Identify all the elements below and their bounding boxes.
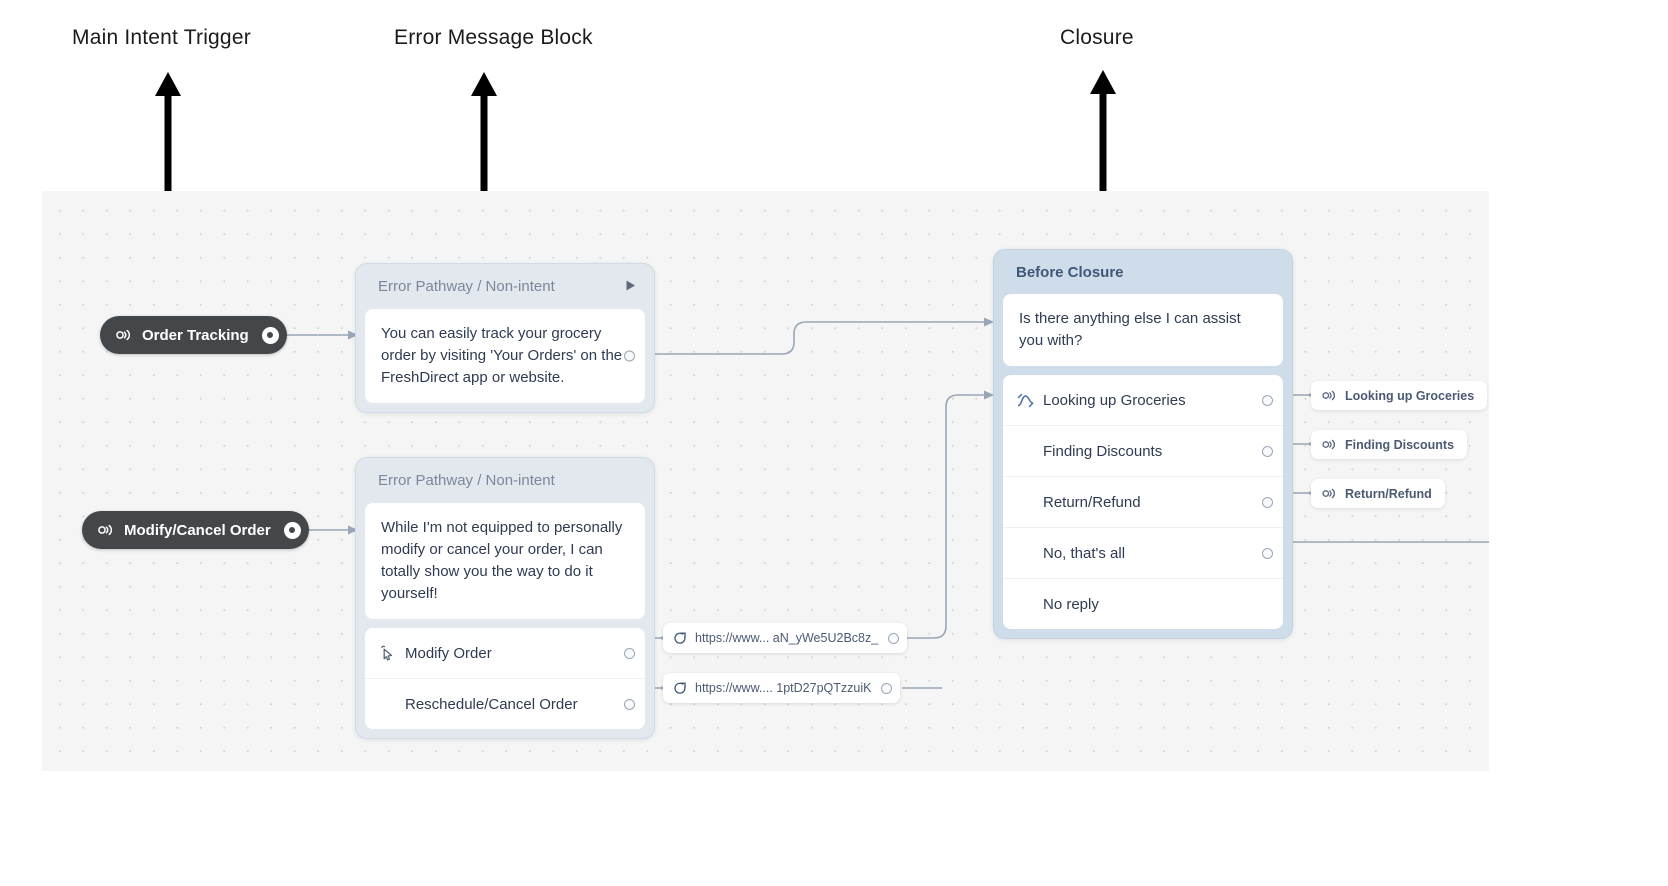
- cursor-click-icon: [379, 645, 405, 661]
- intent-node-label: Order Tracking: [142, 326, 249, 344]
- closure-option-port[interactable]: [1262, 547, 1273, 559]
- intent-node-modify-cancel-order[interactable]: Modify/Cancel Order: [82, 511, 309, 549]
- closure-option-port[interactable]: [1262, 394, 1273, 406]
- annotation-error-message-block: Error Message Block: [394, 26, 593, 49]
- speaker-icon: [1322, 488, 1336, 499]
- error-block-header-label: Error Pathway / Non-intent: [378, 472, 555, 489]
- output-pill-label: Finding Discounts: [1345, 437, 1455, 452]
- url-chip-label: https://www... aN_yWe5U2Bc8z_: [695, 631, 879, 645]
- before-closure-panel[interactable]: Before Closure Is there anything else I …: [993, 249, 1293, 639]
- choice-row-modify-order[interactable]: Modify Order: [365, 628, 645, 678]
- closure-option-label: No, that's all: [1043, 544, 1126, 562]
- url-chip-label: https://www.... 1ptD27pQTzzuiK: [695, 681, 872, 695]
- choice-output-port[interactable]: [624, 698, 635, 710]
- error-block-message[interactable]: While I'm not equipped to personally mod…: [365, 503, 645, 619]
- before-closure-header: Before Closure: [1003, 250, 1283, 294]
- choice-row-label: Modify Order: [405, 644, 492, 662]
- before-closure-message[interactable]: Is there anything else I can assist you …: [1003, 294, 1283, 366]
- choice-row-label: Reschedule/Cancel Order: [405, 695, 578, 713]
- before-closure-options: Looking up Groceries Finding Discounts R…: [1003, 375, 1283, 629]
- before-closure-header-label: Before Closure: [1016, 263, 1124, 281]
- path-branch-icon: [1017, 393, 1043, 408]
- error-block-message-text: While I'm not equipped to personally mod…: [381, 519, 623, 602]
- annotation-main-intent-trigger: Main Intent Trigger: [72, 26, 251, 49]
- closure-option-no-reply[interactable]: No reply: [1003, 578, 1283, 629]
- closure-option-finding-discounts[interactable]: Finding Discounts: [1003, 425, 1283, 476]
- output-pill-looking-up-groceries[interactable]: Looking up Groceries: [1311, 381, 1488, 410]
- closure-option-label: Finding Discounts: [1043, 442, 1163, 460]
- intent-output-port[interactable]: [283, 521, 301, 539]
- error-block-header: Error Pathway / Non-intent: [365, 458, 645, 503]
- play-icon[interactable]: [624, 279, 637, 295]
- speaker-icon: [1322, 439, 1336, 450]
- closure-option-looking-up-groceries[interactable]: Looking up Groceries: [1003, 375, 1283, 425]
- url-chip-modify-order[interactable]: https://www... aN_yWe5U2Bc8z_: [663, 623, 908, 653]
- message-output-port[interactable]: [624, 350, 635, 362]
- intent-node-order-tracking[interactable]: Order Tracking: [100, 316, 287, 354]
- speaker-icon: [1322, 390, 1336, 401]
- closure-option-port[interactable]: [1262, 496, 1273, 508]
- external-link-icon: [674, 632, 687, 645]
- output-pill-label: Looking up Groceries: [1345, 388, 1475, 403]
- output-pill-finding-discounts[interactable]: Finding Discounts: [1311, 430, 1468, 459]
- closure-option-return-refund[interactable]: Return/Refund: [1003, 476, 1283, 527]
- output-pill-label: Return/Refund: [1345, 486, 1432, 501]
- flow-canvas[interactable]: Order Tracking Modify/Cancel Order Error…: [42, 191, 1489, 771]
- speaker-icon: [98, 524, 113, 536]
- closure-option-label: Return/Refund: [1043, 493, 1141, 511]
- error-pathway-block-1[interactable]: Error Pathway / Non-intent You can easil…: [355, 263, 655, 413]
- closure-option-label: Looking up Groceries: [1043, 391, 1186, 409]
- closure-option-port[interactable]: [1262, 445, 1273, 457]
- choice-row-reschedule-cancel-order[interactable]: Reschedule/Cancel Order: [365, 678, 645, 729]
- intent-node-label: Modify/Cancel Order: [124, 521, 271, 539]
- intent-output-port[interactable]: [261, 326, 279, 344]
- output-pill-return-refund[interactable]: Return/Refund: [1311, 479, 1445, 508]
- closure-option-label: No reply: [1043, 595, 1099, 613]
- error-block-header-label: Error Pathway / Non-intent: [378, 278, 555, 295]
- error-block-header: Error Pathway / Non-intent: [365, 264, 645, 309]
- error-block-choices: Modify Order Reschedule/Cancel Order: [365, 628, 645, 729]
- speaker-icon: [116, 329, 131, 341]
- annotation-closure: Closure: [1060, 26, 1134, 49]
- choice-output-port[interactable]: [624, 647, 635, 659]
- error-pathway-block-2[interactable]: Error Pathway / Non-intent While I'm not…: [355, 457, 655, 739]
- url-chip-output-port[interactable]: [881, 682, 893, 694]
- external-link-icon: [674, 682, 687, 695]
- url-chip-output-port[interactable]: [888, 632, 900, 644]
- before-closure-message-text: Is there anything else I can assist you …: [1019, 310, 1241, 349]
- closure-option-no-thats-all[interactable]: No, that's all: [1003, 527, 1283, 578]
- error-block-message-text: You can easily track your grocery order …: [381, 325, 623, 386]
- url-chip-reschedule-cancel-order[interactable]: https://www.... 1ptD27pQTzzuiK: [663, 673, 901, 703]
- error-block-message[interactable]: You can easily track your grocery order …: [365, 309, 645, 403]
